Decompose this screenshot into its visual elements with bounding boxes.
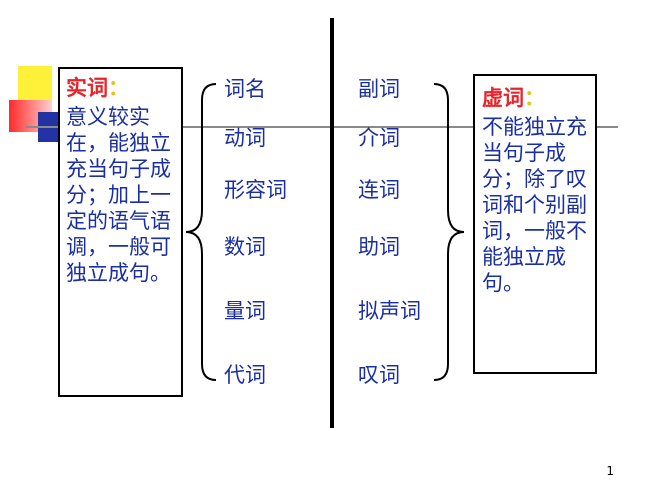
shici-word-2: 动词: [224, 126, 266, 150]
xuci-word-6: 叹词: [358, 363, 400, 387]
xuci-title: 虚词: [482, 86, 524, 110]
right-curly-brace: [433, 83, 465, 381]
shici-word-1: 词名: [224, 77, 266, 101]
shici-title: 实词: [66, 76, 108, 100]
xuci-description: 不能独立充当句子成分；除了叹词和个别副词，一般不能独立成句。: [482, 115, 587, 295]
page-number: 1: [606, 464, 614, 478]
xuci-word-3: 连词: [358, 178, 400, 202]
decorative-yellow-square: [18, 66, 52, 100]
vertical-divider: [330, 18, 334, 428]
xuci-word-4: 助词: [358, 235, 400, 259]
shici-definition-box: 实词： 意义较实在，能独立充当句子成分；加上一定的语气语调，一般可独立成句。: [58, 67, 183, 397]
shici-description: 意义较实在，能独立充当句子成分；加上一定的语气语调，一般可独立成句。: [66, 105, 171, 285]
shici-colon: ：: [108, 76, 129, 100]
xuci-word-2: 介词: [358, 126, 400, 150]
xuci-word-5: 拟声词: [358, 299, 421, 323]
shici-word-6: 代词: [224, 363, 266, 387]
xuci-definition-box: 虚词： 不能独立充当句子成分；除了叹词和个别副词，一般不能独立成句。: [473, 74, 597, 374]
left-curly-brace: [185, 83, 217, 381]
shici-word-4: 数词: [224, 235, 266, 259]
xuci-word-1: 副词: [358, 77, 400, 101]
shici-word-5: 量词: [224, 299, 266, 323]
horizontal-divider: [26, 126, 618, 128]
xuci-colon: ：: [524, 86, 545, 110]
shici-word-3: 形容词: [224, 178, 287, 202]
